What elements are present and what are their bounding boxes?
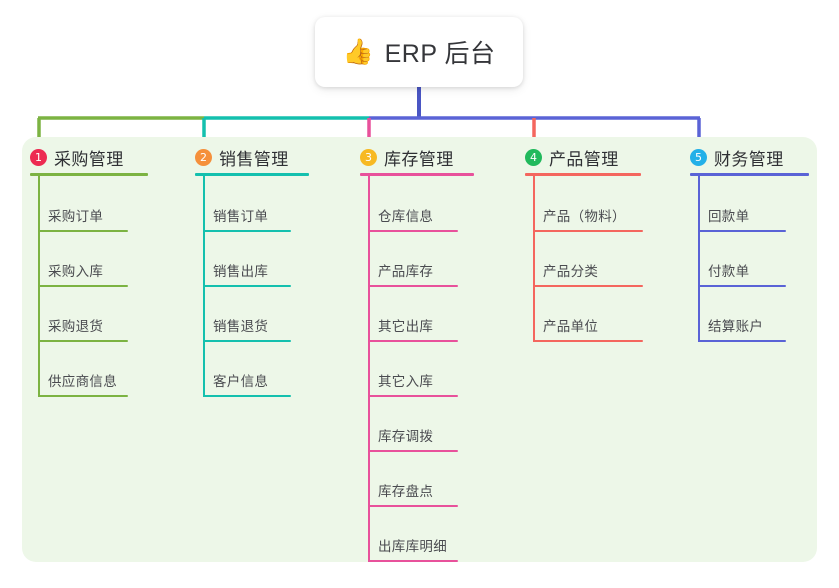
leaf-item[interactable]: 供应商信息 (30, 367, 150, 397)
branch-title: 销售管理 (219, 150, 289, 169)
leaf-item-label: 供应商信息 (48, 374, 117, 389)
leaf-item[interactable]: 库存调拨 (360, 422, 480, 452)
leaf-item[interactable]: 销售订单 (195, 202, 313, 232)
leaf-item[interactable]: 采购入库 (30, 257, 150, 287)
branch-underline (30, 173, 148, 176)
leaf-item-label: 回款单 (708, 209, 750, 224)
leaf-item[interactable]: 回款单 (690, 202, 808, 232)
root-node[interactable]: 👍 ERP 后台 (315, 17, 523, 87)
leaf-item[interactable]: 付款单 (690, 257, 808, 287)
leaf-item-label: 采购订单 (48, 209, 104, 224)
leaf-item[interactable]: 产品分类 (525, 257, 665, 287)
branch-title: 库存管理 (384, 150, 454, 169)
leaf-item-underline (368, 340, 458, 342)
leaf-item-label: 出库库明细 (378, 539, 447, 554)
leaf-item[interactable]: 出库库明细 (360, 532, 480, 562)
branch-badge-4: 4 (525, 149, 542, 166)
leaf-item[interactable]: 其它入库 (360, 367, 480, 397)
leaf-item-underline (38, 230, 128, 232)
leaf-item-underline (368, 505, 458, 507)
leaf-item-underline (38, 285, 128, 287)
leaf-item-underline (698, 285, 786, 287)
leaf-item-label: 产品库存 (378, 264, 434, 279)
leaf-item-label: 其它出库 (378, 319, 434, 334)
leaf-item[interactable]: 其它出库 (360, 312, 480, 342)
branch-header-产品管理[interactable]: 4 产品管理 (525, 145, 619, 170)
branch-underline (690, 173, 809, 176)
leaf-item-label: 产品分类 (543, 264, 599, 279)
leaf-item-label: 库存盘点 (378, 484, 434, 499)
leaf-item[interactable]: 销售出库 (195, 257, 313, 287)
leaf-item-underline (698, 230, 786, 232)
leaf-item-label: 结算账户 (708, 319, 764, 334)
branch-title: 采购管理 (54, 150, 124, 169)
branch-spine (698, 173, 700, 342)
leaf-item-label: 产品单位 (543, 319, 599, 334)
leaf-item-label: 采购退货 (48, 319, 104, 334)
leaf-item-underline (533, 285, 643, 287)
leaf-item[interactable]: 产品（物料） (525, 202, 665, 232)
branch-header-库存管理[interactable]: 3 库存管理 (360, 145, 454, 170)
leaf-item[interactable]: 客户信息 (195, 367, 313, 397)
leaf-item-label: 销售退货 (213, 319, 269, 334)
leaf-item-underline (38, 340, 128, 342)
leaf-item-label: 库存调拨 (378, 429, 434, 444)
branch-underline (525, 173, 641, 176)
leaf-item-label: 其它入库 (378, 374, 434, 389)
leaf-item[interactable]: 销售退货 (195, 312, 313, 342)
leaf-item[interactable]: 采购退货 (30, 312, 150, 342)
leaf-item-label: 采购入库 (48, 264, 104, 279)
leaf-item-label: 产品（物料） (543, 209, 626, 224)
branch-underline (195, 173, 309, 176)
leaf-item-underline (203, 395, 291, 397)
leaf-item-underline (698, 340, 786, 342)
branch-badge-2: 2 (195, 149, 212, 166)
leaf-item[interactable]: 仓库信息 (360, 202, 480, 232)
branch-spine (533, 173, 535, 342)
branch-underline (360, 173, 474, 176)
leaf-item-underline (368, 560, 458, 562)
thumbs-up-icon: 👍 (342, 37, 374, 66)
leaf-item-underline (533, 340, 643, 342)
leaf-item-underline (368, 285, 458, 287)
branch-badge-3: 3 (360, 149, 377, 166)
leaf-item-label: 付款单 (708, 264, 750, 279)
leaf-item[interactable]: 采购订单 (30, 202, 150, 232)
branch-header-财务管理[interactable]: 5 财务管理 (690, 145, 784, 170)
branch-header-销售管理[interactable]: 2 销售管理 (195, 145, 289, 170)
root-title: ERP 后台 (384, 40, 496, 68)
leaf-item[interactable]: 库存盘点 (360, 477, 480, 507)
leaf-item[interactable]: 产品库存 (360, 257, 480, 287)
branch-badge-1: 1 (30, 149, 47, 166)
leaf-item-underline (368, 230, 458, 232)
root-node-content: 👍 ERP 后台 (342, 34, 495, 70)
branch-title: 产品管理 (549, 150, 619, 169)
leaf-item-label: 销售订单 (213, 209, 269, 224)
leaf-item-underline (533, 230, 643, 232)
leaf-item-label: 客户信息 (213, 374, 269, 389)
leaf-item-underline (368, 395, 458, 397)
leaf-item-label: 销售出库 (213, 264, 269, 279)
leaf-item-label: 仓库信息 (378, 209, 434, 224)
leaf-item[interactable]: 产品单位 (525, 312, 665, 342)
leaf-item[interactable]: 结算账户 (690, 312, 808, 342)
leaf-item-underline (203, 340, 291, 342)
leaf-item-underline (38, 395, 128, 397)
branch-header-采购管理[interactable]: 1 采购管理 (30, 145, 124, 170)
leaf-item-underline (368, 450, 458, 452)
branch-title: 财务管理 (714, 150, 784, 169)
branch-spine (368, 173, 370, 562)
branches-panel: 1 采购管理采购订单采购入库采购退货供应商信息 2 销售管理销售订单销售出库销售退货客… (22, 137, 817, 562)
branch-badge-5: 5 (690, 149, 707, 166)
leaf-item-underline (203, 230, 291, 232)
leaf-item-underline (203, 285, 291, 287)
